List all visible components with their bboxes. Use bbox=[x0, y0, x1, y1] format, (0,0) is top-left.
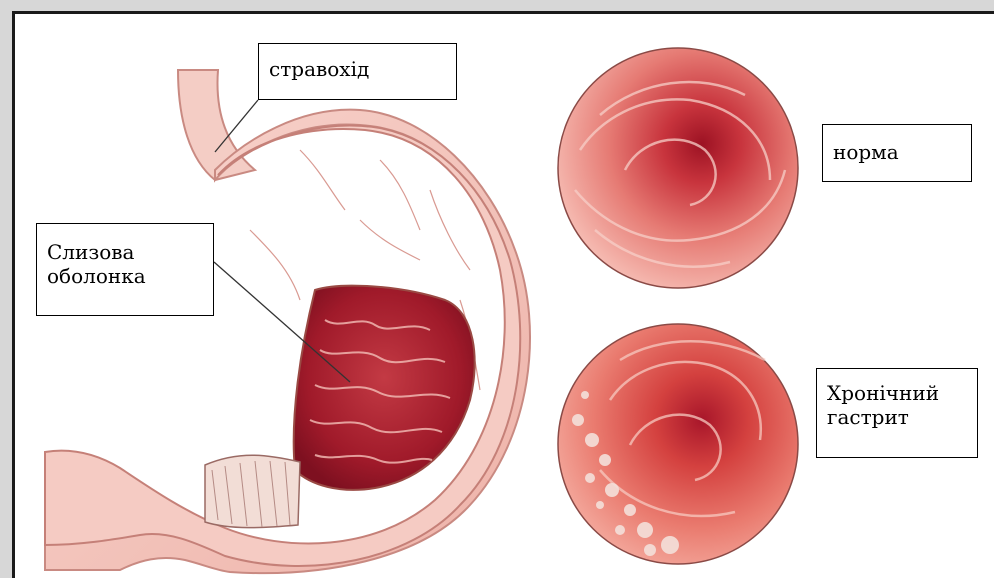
esophagus-label-text: стравохід bbox=[269, 57, 446, 81]
gastritis-label: Хронічний гастрит bbox=[816, 368, 978, 458]
mucosa-label-line2: оболонка bbox=[47, 264, 203, 288]
normal-label-text: норма bbox=[833, 140, 961, 164]
esophagus-shape bbox=[178, 70, 255, 180]
normal-mucosa-circle bbox=[558, 48, 798, 288]
mucosa-label-line1: Слизова bbox=[47, 240, 203, 264]
gastritis-mucosa-circle bbox=[558, 324, 798, 564]
normal-label: норма bbox=[822, 124, 972, 182]
mucosa-label: Слизова оболонка bbox=[36, 223, 214, 316]
gastritis-label-line2: гастрит bbox=[827, 405, 967, 429]
esophagus-label: стравохід bbox=[258, 43, 457, 100]
gastritis-label-line1: Хронічний bbox=[827, 381, 967, 405]
